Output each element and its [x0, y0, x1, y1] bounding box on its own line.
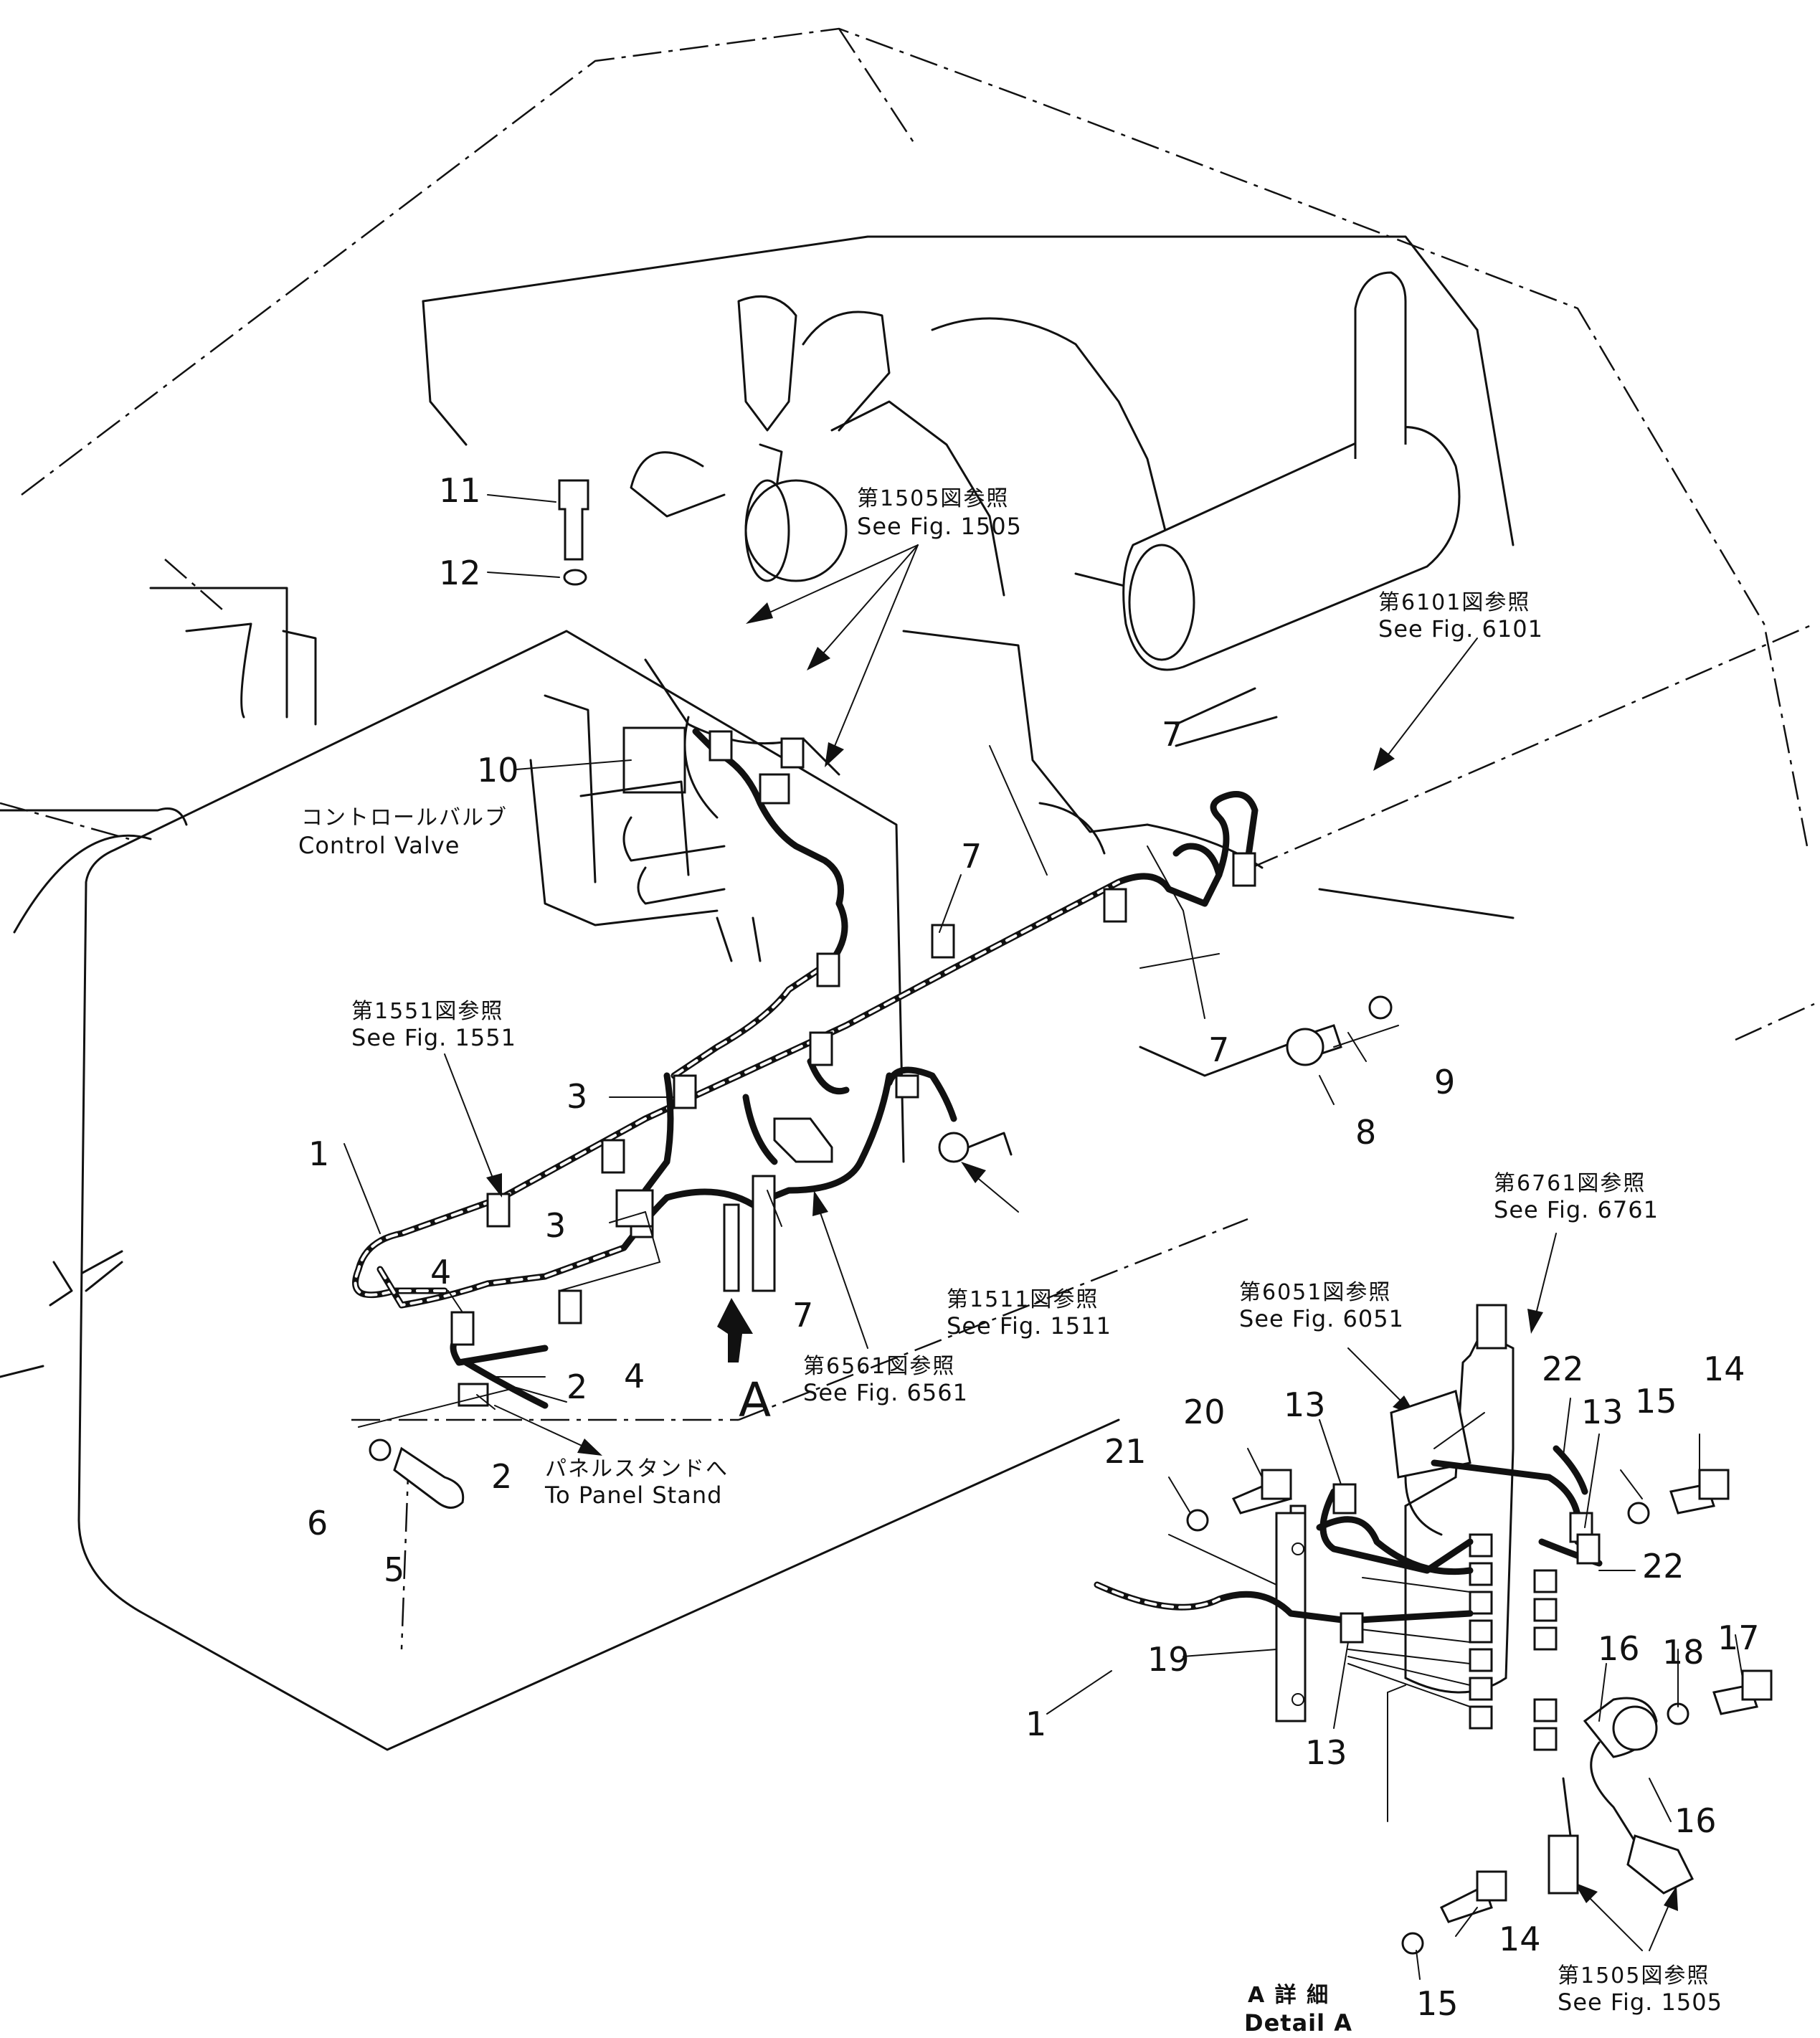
callout-20: 20: [1183, 1393, 1226, 1431]
machine-frame-outline: [0, 27, 1815, 1650]
callout-16a: 16: [1598, 1629, 1640, 1668]
callout-10: 10: [477, 751, 519, 790]
control-valve-body: [529, 658, 840, 962]
engine-fan: [630, 295, 891, 582]
callout-13c: 13: [1305, 1733, 1347, 1772]
callout-2b: 2: [491, 1457, 512, 1496]
control-valve-jp: コントロールバルブ: [301, 805, 508, 830]
part-number-callouts: 1 1 2 2 3 3 4 4 5 6 7 7 7 7 8 9 10 11 12…: [307, 471, 1760, 2023]
callout-16b: 16: [1674, 1801, 1717, 1840]
control-valve-en: Control Valve: [298, 832, 460, 859]
ref-6761-en: See Fig. 6761: [1494, 1196, 1659, 1223]
ref-1505-jp: 第1505図参照: [857, 486, 1009, 511]
callout-19: 19: [1147, 1640, 1190, 1679]
hardware: [369, 479, 1393, 1509]
callout-22a: 22: [1542, 1350, 1584, 1388]
ref-1511-jp: 第1511図参照: [947, 1287, 1099, 1312]
ref-6561-jp: 第6561図参照: [803, 1354, 955, 1379]
ref-1551-jp: 第1551図参照: [351, 999, 503, 1024]
ref-6561-en: See Fig. 6561: [803, 1379, 968, 1406]
callout-14b: 14: [1499, 1920, 1541, 1958]
callout-12: 12: [439, 554, 481, 592]
harness-clamps: [450, 730, 1256, 1346]
ref-1551-en: See Fig. 1551: [351, 1024, 516, 1051]
callout-9: 9: [1434, 1063, 1455, 1101]
counterweight-box: [0, 630, 1120, 1751]
callout-7d: 7: [792, 1296, 813, 1335]
callout-5: 5: [384, 1550, 404, 1589]
callout-15a: 15: [1635, 1382, 1677, 1421]
callout-6: 6: [307, 1504, 328, 1542]
detail-a-group: [1046, 1304, 1773, 1980]
engine-enclosure: [422, 235, 1515, 1077]
callout-7a: 7: [961, 837, 982, 876]
callout-15b: 15: [1416, 1984, 1459, 2023]
callout-11: 11: [439, 471, 481, 510]
callout-1-detail: 1: [1025, 1705, 1046, 1743]
ref-1505b-jp: 第1505図参照: [1558, 1963, 1710, 1989]
ref-6101-en: See Fig. 6101: [1378, 615, 1543, 643]
callout-7c: 7: [1208, 1030, 1229, 1069]
panel-stand-jp: パネルスタンドへ: [545, 1456, 729, 1482]
leader-lines: [343, 494, 1399, 1428]
ref-6101-jp: 第6101図参照: [1378, 590, 1530, 615]
callout-1: 1: [308, 1134, 329, 1173]
callout-21: 21: [1104, 1432, 1147, 1471]
view-arrow-a: [717, 1298, 753, 1362]
callout-4: 4: [430, 1253, 451, 1291]
relay-connectors: [723, 1074, 1013, 1292]
callout-3: 3: [567, 1077, 587, 1116]
muffler: [1122, 271, 1461, 747]
callout-7b: 7: [1162, 715, 1182, 754]
component-labels: コントロールバルブ Control Valve パネルスタンドへ To Pane…: [298, 805, 1352, 2037]
callout-3b: 3: [545, 1206, 566, 1245]
callout-13a: 13: [1284, 1385, 1326, 1424]
figure-references: 第1505図参照 See Fig. 1505 第6101図参照 See Fig.…: [351, 486, 1722, 2016]
ref-6051-en: See Fig. 6051: [1239, 1305, 1404, 1332]
ref-6761-jp: 第6761図参照: [1494, 1171, 1646, 1196]
view-label-a: A: [739, 1373, 771, 1428]
left-frame-parts: [0, 587, 317, 934]
callout-14a: 14: [1703, 1350, 1745, 1388]
callout-22b: 22: [1642, 1547, 1684, 1586]
callout-8: 8: [1355, 1113, 1376, 1152]
detail-a-jp: A 詳 細: [1248, 1983, 1330, 2008]
ref-1505-en: See Fig. 1505: [857, 513, 1022, 540]
panel-stand-en: To Panel Stand: [544, 1482, 722, 1509]
ref-1511-en: See Fig. 1511: [947, 1312, 1112, 1340]
detail-connectors: [1469, 1533, 1558, 1751]
detail-a-en: Detail A: [1244, 2009, 1352, 2037]
callout-18: 18: [1662, 1633, 1705, 1672]
callout-17: 17: [1717, 1618, 1760, 1657]
ref-6051-jp: 第6051図参照: [1239, 1280, 1391, 1305]
ref-1505b-en: See Fig. 1505: [1558, 1989, 1722, 2016]
callout-4b: 4: [624, 1357, 645, 1395]
callout-13b: 13: [1581, 1393, 1624, 1431]
callout-2: 2: [567, 1368, 587, 1406]
